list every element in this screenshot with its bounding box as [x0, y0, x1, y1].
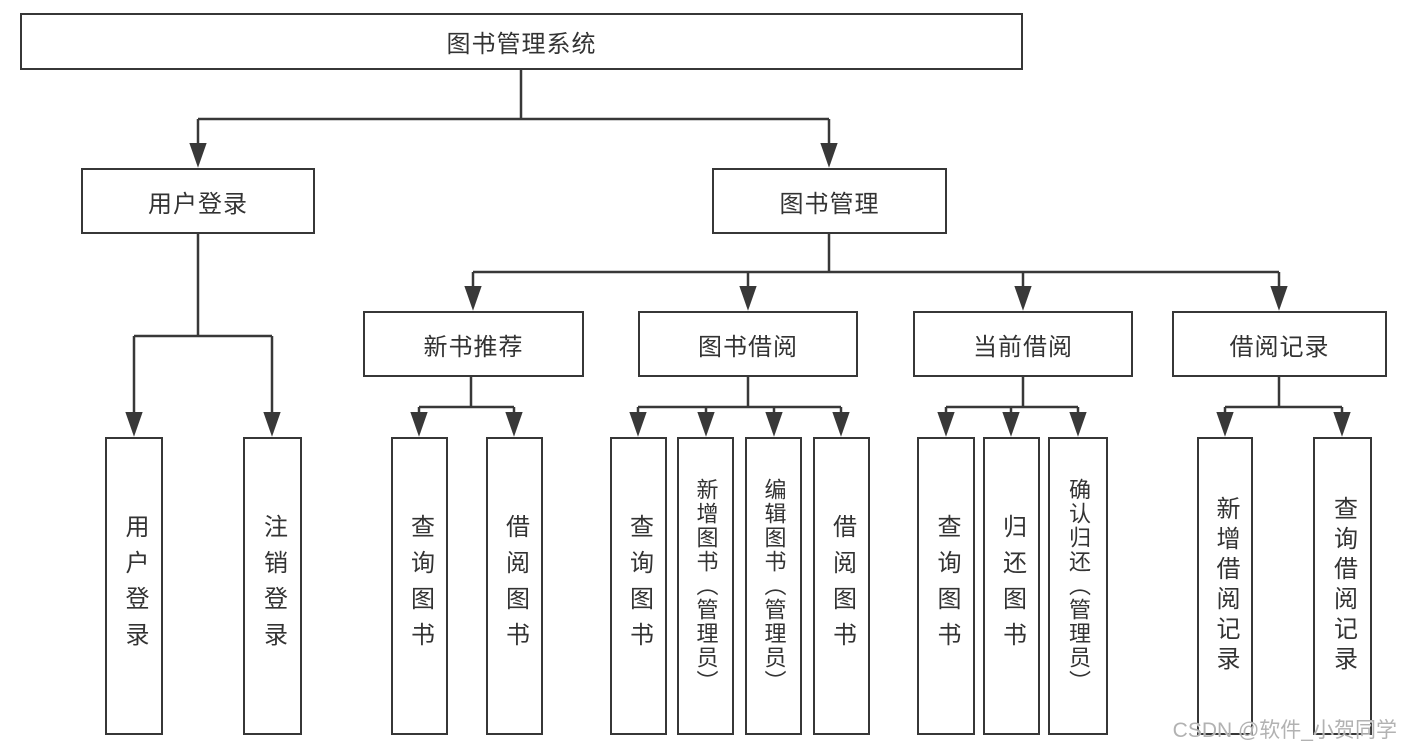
leaf-user-login-label: 用户登录: [121, 514, 148, 658]
leaf-return-books: 归还图书: [983, 437, 1040, 735]
node-book-borrowing-label: 图书借阅: [698, 333, 798, 361]
leaf-query-books-current-label: 查询图书: [933, 514, 960, 658]
node-library-system-label: 图书管理系统: [446, 31, 597, 58]
node-book-management-label: 图书管理: [779, 190, 880, 218]
leaf-query-books-recommend: 查询图书: [391, 437, 448, 735]
node-new-book-recommend: 新书推荐: [363, 311, 584, 377]
node-current-borrowing-label: 当前借阅: [973, 333, 1073, 361]
leaf-logout: 注销登录: [243, 437, 302, 735]
leaf-query-borrow-record: 查询借阅记录: [1313, 437, 1372, 735]
leaf-query-books-borrowing-label: 查询图书: [625, 514, 653, 658]
node-current-borrowing: 当前借阅: [913, 311, 1133, 377]
leaf-logout-label: 注销登录: [259, 514, 287, 658]
leaf-confirm-return-admin: 确认归还（管理员）: [1048, 437, 1108, 735]
leaf-user-login: 用户登录: [105, 437, 163, 735]
node-user-login: 用户登录: [81, 168, 315, 234]
leaf-borrow-books-borrowing-label: 借阅图书: [828, 514, 856, 658]
watermark: CSDN @软件_小贺同学: [1172, 719, 1397, 742]
leaf-edit-book-admin: 编辑图书（管理员）: [745, 437, 802, 735]
node-library-system: 图书管理系统: [20, 13, 1023, 70]
leaf-query-borrow-record-label: 查询借阅记录: [1329, 496, 1357, 676]
node-user-login-label: 用户登录: [148, 190, 248, 218]
leaf-confirm-return-admin-label: 确认归还（管理员）: [1066, 478, 1091, 694]
leaf-borrow-books-borrowing: 借阅图书: [813, 437, 870, 735]
node-borrowing-records: 借阅记录: [1172, 311, 1387, 377]
node-book-management: 图书管理: [712, 168, 947, 234]
leaf-query-books-current: 查询图书: [917, 437, 975, 735]
leaf-add-borrow-record-label: 新增借阅记录: [1212, 496, 1239, 676]
leaf-add-borrow-record: 新增借阅记录: [1197, 437, 1253, 735]
node-borrowing-records-label: 借阅记录: [1229, 333, 1330, 361]
node-book-borrowing: 图书借阅: [638, 311, 858, 377]
node-new-book-recommend-label: 新书推荐: [423, 333, 524, 361]
leaf-return-books-label: 归还图书: [998, 514, 1026, 658]
leaf-query-books-recommend-label: 查询图书: [406, 514, 434, 658]
leaf-query-books-borrowing: 查询图书: [610, 437, 667, 735]
leaf-borrow-books-recommend-label: 借阅图书: [501, 514, 529, 658]
leaf-add-book-admin: 新增图书（管理员）: [677, 437, 734, 735]
leaf-add-book-admin-label: 新增图书（管理员）: [693, 478, 719, 694]
leaf-edit-book-admin-label: 编辑图书（管理员）: [761, 478, 787, 694]
leaf-borrow-books-recommend: 借阅图书: [486, 437, 543, 735]
